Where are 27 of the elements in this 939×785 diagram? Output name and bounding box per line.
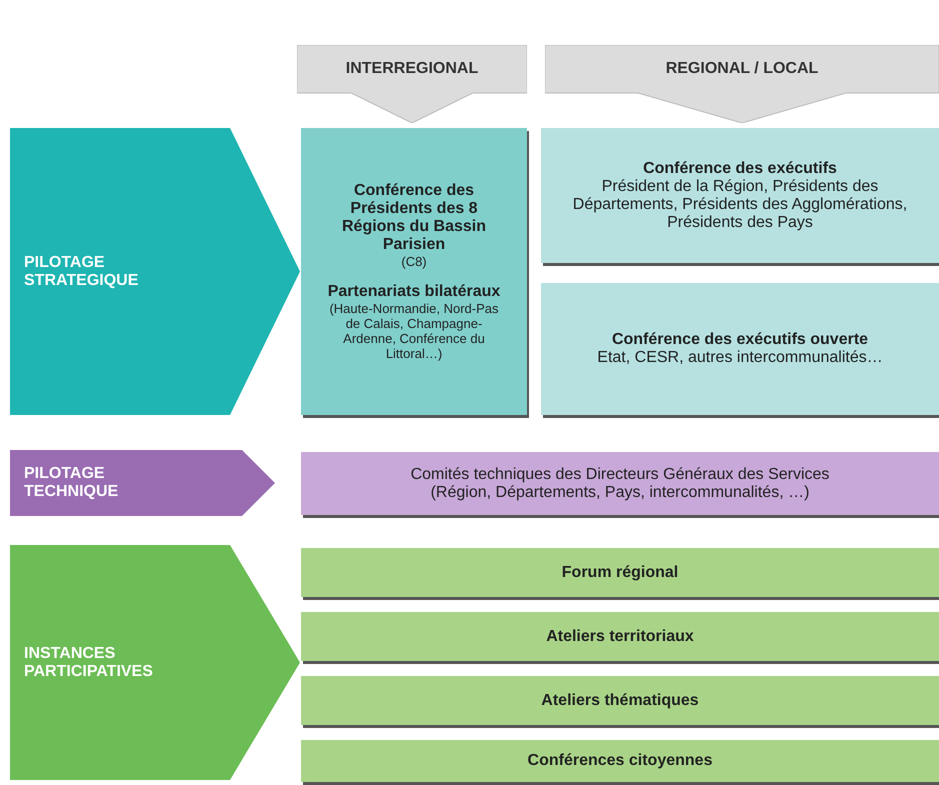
box-title: Partenariats bilatéraux [328,283,500,301]
bar-box [301,676,939,725]
box-title: Forum régional [562,564,678,582]
row-heading: INSTANCES PARTICIPATIVES [24,644,154,680]
row-heading: PILOTAGE STRATEGIQUE [24,254,140,290]
box-text: Etat, CESR, autres intercommunalités… [597,349,883,367]
bar-box [301,612,939,661]
box-title: Ateliers territoriaux [546,628,694,646]
panel-box [301,128,527,415]
panel-box [541,128,939,263]
box-text: (C8) [401,254,427,269]
bar-box [301,740,939,782]
row-heading: PILOTAGE TECHNIQUE [24,465,120,501]
box-title: Conférence des exécutifs [643,160,837,178]
box-title: Ateliers thématiques [541,692,699,710]
bar-box [301,548,939,597]
box-text: Comités techniques des Directeurs Généraux des Services [410,466,830,484]
box-title: Conférence des Présidents des 8 Régions du Bassin Parisien [340,182,488,254]
box-text: (Haute-Normandie, Nord-Pas de Calais, Champagne-Ardenne, Conférence du Littoral…) [328,301,500,361]
panel-box [541,283,939,415]
box-text: Président de la Région, Présidents des Départements, Présidents des Agglomérations, Présidents des Pays [572,178,908,232]
column-heading: REGIONAL / LOCAL [666,60,818,78]
box-text: (Région, Départements, Pays, intercommunalités, …) [430,484,810,502]
box-title: Conférences citoyennes [528,752,712,770]
column-heading: INTERREGIONAL [346,60,478,78]
panel-box [301,452,939,515]
box-title: Conférence des exécutifs ouverte [612,331,868,349]
